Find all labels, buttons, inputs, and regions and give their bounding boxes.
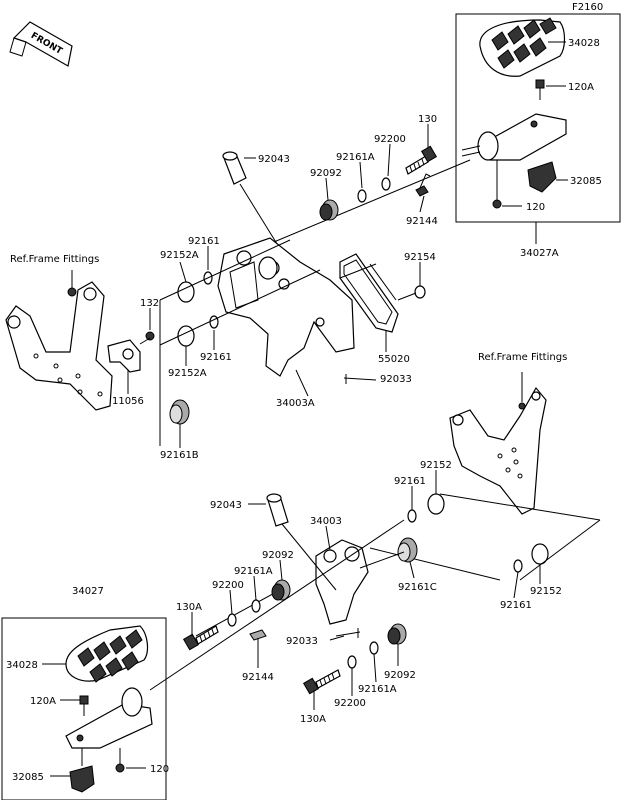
assembly-box-34027 (1, 617, 167, 800)
label-92152A-mid: 92152A (168, 368, 207, 379)
ref-frame-fittings-left: Ref.Frame Fittings (10, 254, 99, 265)
collar-92161-top (258, 256, 278, 280)
label-92033-top: 92033 (380, 374, 412, 385)
label-92152-lower: 92152 (530, 586, 562, 597)
bolt-132 (139, 331, 155, 345)
label-34027: 34027 (72, 586, 104, 597)
label-92092-top: 92092 (310, 168, 342, 179)
frame-fitting-right (449, 386, 547, 515)
label-120A-top: 120A (568, 82, 594, 93)
washer-92200-top (381, 177, 391, 191)
label-120-top: 120 (526, 202, 545, 213)
label-132: 132 (140, 298, 159, 309)
collar-92152-upper (427, 493, 445, 515)
leader-lines (42, 41, 568, 777)
collar-92161C (397, 537, 418, 563)
pad-32085-bottom (69, 748, 95, 793)
label-120-bottom: 120 (150, 764, 169, 775)
footpeg-body-34027 (65, 687, 153, 749)
label-34028-bottom: 34028 (6, 660, 38, 671)
washer-92161-mid (209, 315, 219, 329)
bolt-92154 (397, 285, 426, 301)
bolt-130A-lower (302, 669, 341, 695)
label-92154: 92154 (404, 252, 436, 263)
label-92200-top: 92200 (374, 134, 406, 145)
label-92200-bottom-lower: 92200 (334, 698, 366, 709)
label-92161-mid: 92161 (200, 352, 232, 363)
part-labels: 34028 120A 130 92200 92161A 92043 92092 … (6, 38, 602, 783)
figure-code: F2160 (572, 2, 603, 13)
washer-92161-right-upper (407, 509, 417, 523)
ref-marker-right (518, 402, 526, 410)
label-34028-top: 34028 (568, 38, 600, 49)
spring-92144-bottom (249, 629, 267, 648)
label-92161-right-lower: 92161 (500, 600, 532, 611)
spring-92144-top (415, 173, 431, 197)
label-92152A-top: 92152A (160, 250, 199, 261)
label-92161C: 92161C (398, 582, 437, 593)
pin-92033-bottom (335, 628, 361, 638)
collar-92152A-mid (177, 325, 195, 347)
washer-92161A-top (357, 189, 367, 203)
footpeg-rubber-34028-top (479, 17, 566, 77)
collar-92092-bottom-upper (271, 579, 291, 601)
label-92092-bottom-upper: 92092 (262, 550, 294, 561)
frame-fitting-left (5, 281, 113, 411)
label-32085-top: 32085 (570, 176, 602, 187)
label-92043-bottom: 92043 (210, 500, 242, 511)
label-92092-bottom-lower: 92092 (384, 670, 416, 681)
label-32085-bottom: 32085 (12, 772, 44, 783)
label-130-top: 130 (418, 114, 437, 125)
bolt-130A-upper (182, 625, 219, 651)
screw-120-top (492, 160, 502, 209)
pad-32085-top (527, 161, 557, 193)
label-34003A: 34003A (276, 398, 315, 409)
washer-92161-right-lower (513, 559, 523, 573)
label-92144-bottom: 92144 (242, 672, 274, 683)
label-55020: 55020 (378, 354, 410, 365)
assembly-box-34027A (455, 13, 621, 223)
label-92161-right-upper: 92161 (394, 476, 426, 487)
label-92161-top: 92161 (188, 236, 220, 247)
label-92033-bottom: 92033 (286, 636, 318, 647)
label-92200-bottom-upper: 92200 (212, 580, 244, 591)
collar-92161B (169, 399, 190, 425)
footpeg-rubber-34028-bottom (65, 625, 149, 683)
label-92043-top: 92043 (258, 154, 290, 165)
washer-92161A-bottom-upper (251, 599, 261, 613)
screw-120A-bottom (79, 695, 89, 716)
label-130A-lower: 130A (300, 714, 326, 725)
label-92161A-top: 92161A (336, 152, 375, 163)
label-92144-top: 92144 (406, 216, 438, 227)
bracket-34003A (217, 237, 355, 377)
washer-92200-bottom-lower (347, 655, 357, 669)
ref-frame-fittings-right: Ref.Frame Fittings (478, 352, 567, 363)
pin-92043-top (222, 151, 247, 185)
label-11056: 11056 (112, 396, 144, 407)
pin-92033-top (343, 374, 377, 384)
bolt-130 (405, 145, 438, 175)
bracket-11056 (107, 339, 141, 373)
label-92161A-bottom-upper: 92161A (234, 566, 273, 577)
label-92161B: 92161B (160, 450, 199, 461)
label-34027A: 34027A (520, 248, 559, 259)
label-92161A-bottom-lower: 92161A (358, 684, 397, 695)
front-arrow-icon: FRONT (9, 21, 73, 67)
pin-92043-bottom (266, 493, 289, 527)
label-120A-bottom: 120A (30, 696, 56, 707)
footpeg-body-34027A (461, 113, 567, 161)
screw-120A-top (535, 79, 545, 100)
label-130A-upper: 130A (176, 602, 202, 613)
bracket-34003 (315, 539, 369, 625)
screw-120-bottom (115, 748, 125, 773)
washer-92161A-bottom-lower (369, 641, 379, 655)
washer-92200-bottom-upper (227, 613, 237, 627)
collar-92092-bottom-lower (387, 623, 407, 645)
ref-marker-left (67, 287, 77, 297)
label-92152-upper: 92152 (420, 460, 452, 471)
label-34003: 34003 (310, 516, 342, 527)
collar-92092-top (319, 199, 339, 221)
